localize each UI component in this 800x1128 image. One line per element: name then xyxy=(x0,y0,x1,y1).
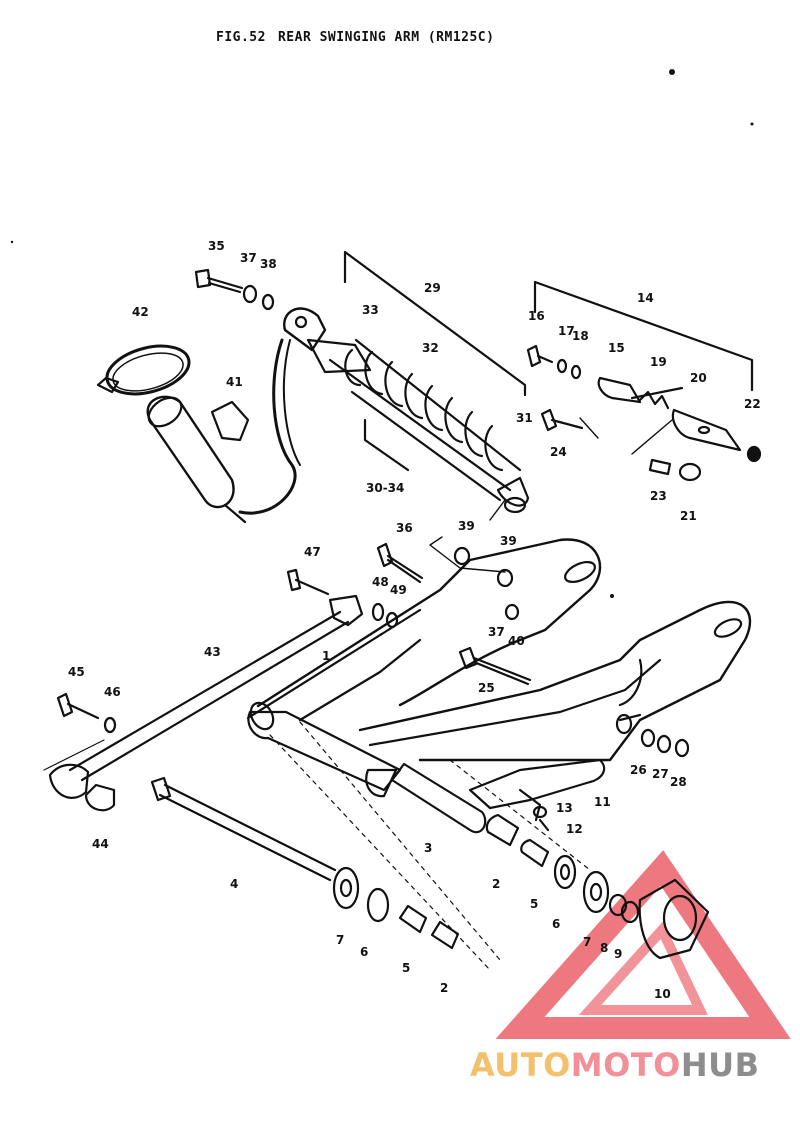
callout-43: 43 xyxy=(204,645,221,659)
callout-41: 41 xyxy=(226,375,243,389)
figure-title: FIG.52 REAR SWINGING ARM (RM125C) xyxy=(216,30,494,45)
watermark-part-hub: HUB xyxy=(680,1046,760,1084)
callout-39: 39 xyxy=(500,534,517,548)
callout-24: 24 xyxy=(550,445,567,459)
reservoir-cylinder xyxy=(146,395,247,524)
callout-45: 45 xyxy=(68,665,85,679)
callout-9: 9 xyxy=(614,947,622,961)
bracket-14 xyxy=(533,280,754,392)
callout-31: 31 xyxy=(516,411,533,425)
washer-icon xyxy=(366,887,390,923)
bolt-icon xyxy=(376,542,394,568)
callout-14: 14 xyxy=(637,291,654,305)
adjuster-block xyxy=(597,376,642,404)
callout-42: 42 xyxy=(132,305,149,319)
chain-guard xyxy=(468,758,606,810)
washer-icon xyxy=(261,293,275,311)
bolt-icon xyxy=(526,344,542,368)
watermark-logo: AUTOMOTOHUB xyxy=(470,1046,760,1084)
callout-13: 13 xyxy=(556,801,573,815)
bracket-30-34 xyxy=(363,418,410,472)
bolt-icon xyxy=(286,568,302,592)
callout-1: 1 xyxy=(322,649,330,663)
washer-icon xyxy=(582,870,610,914)
callout-40: 40 xyxy=(508,634,525,648)
spring-icon xyxy=(638,390,670,410)
callout-17: 17 xyxy=(558,324,575,338)
callout-33: 33 xyxy=(362,303,379,317)
callout-22: 22 xyxy=(744,397,761,411)
callout-21: 21 xyxy=(680,509,697,523)
clamp-icon xyxy=(96,344,191,396)
callout-37: 37 xyxy=(240,251,257,265)
callout-20: 20 xyxy=(690,371,707,385)
warning-triangle-icon xyxy=(495,850,791,1039)
shock-absorber-icon xyxy=(283,307,530,514)
callout-15: 15 xyxy=(608,341,625,355)
callout-44: 44 xyxy=(92,837,109,851)
pivot-bolt xyxy=(158,793,332,882)
callout-35: 35 xyxy=(208,239,225,253)
callout-47: 47 xyxy=(304,545,321,559)
bushing-icon xyxy=(430,920,460,950)
callout-8: 8 xyxy=(600,941,608,955)
washer-icon xyxy=(242,284,258,304)
callout-19: 19 xyxy=(650,355,667,369)
rubber-mount xyxy=(210,400,250,442)
reservoir-hose xyxy=(238,338,297,515)
callout-49: 49 xyxy=(390,583,407,597)
callout-16: 16 xyxy=(528,309,545,323)
nut-icon xyxy=(608,893,628,917)
callout-39: 39 xyxy=(458,519,475,533)
cap-icon xyxy=(638,878,710,960)
callout-36: 36 xyxy=(396,521,413,535)
callout-11: 11 xyxy=(594,795,611,809)
washer-icon xyxy=(332,866,360,910)
callout-23: 23 xyxy=(650,489,667,503)
callout-28: 28 xyxy=(670,775,687,789)
bushing-icon xyxy=(485,813,520,847)
callout-7: 7 xyxy=(336,933,344,947)
watermark-part-auto: AUTO xyxy=(470,1046,571,1084)
torque-rod xyxy=(43,594,364,799)
callout-12: 12 xyxy=(566,822,583,836)
callout-5: 5 xyxy=(402,961,410,975)
pivot-sleeve xyxy=(390,762,487,834)
callout-26: 26 xyxy=(630,763,647,777)
bushing-icon xyxy=(520,838,550,868)
callout-27: 27 xyxy=(652,767,669,781)
callout-29: 29 xyxy=(424,281,441,295)
figure-number: FIG.52 xyxy=(216,30,266,45)
bushing-icon xyxy=(84,783,116,812)
callout-10: 10 xyxy=(654,987,671,1001)
bolt-icon xyxy=(540,408,558,432)
adjuster-block xyxy=(671,408,742,452)
callout-2: 2 xyxy=(440,981,448,995)
callout-3: 3 xyxy=(424,841,432,855)
callout-37: 37 xyxy=(488,625,505,639)
callout-4: 4 xyxy=(230,877,238,891)
washer-icon xyxy=(553,854,577,890)
callout-2: 2 xyxy=(492,877,500,891)
callout-32: 32 xyxy=(422,341,439,355)
callout-18: 18 xyxy=(572,329,589,343)
callout-46: 46 xyxy=(104,685,121,699)
callout-7: 7 xyxy=(583,935,591,949)
callout-38: 38 xyxy=(260,257,277,271)
callout-6: 6 xyxy=(360,945,368,959)
callout-25: 25 xyxy=(478,681,495,695)
callout-6: 6 xyxy=(552,917,560,931)
bolt-icon xyxy=(194,268,244,294)
callout-5: 5 xyxy=(530,897,538,911)
figure-caption: REAR SWINGING ARM (RM125C) xyxy=(277,30,495,45)
bracket-29 xyxy=(343,250,527,397)
callout-30-34: 30-34 xyxy=(366,481,404,495)
callout-48: 48 xyxy=(372,575,389,589)
bolt-icon xyxy=(56,692,74,718)
watermark-part-moto: MOTO xyxy=(570,1046,681,1084)
bushing-icon xyxy=(398,904,428,934)
